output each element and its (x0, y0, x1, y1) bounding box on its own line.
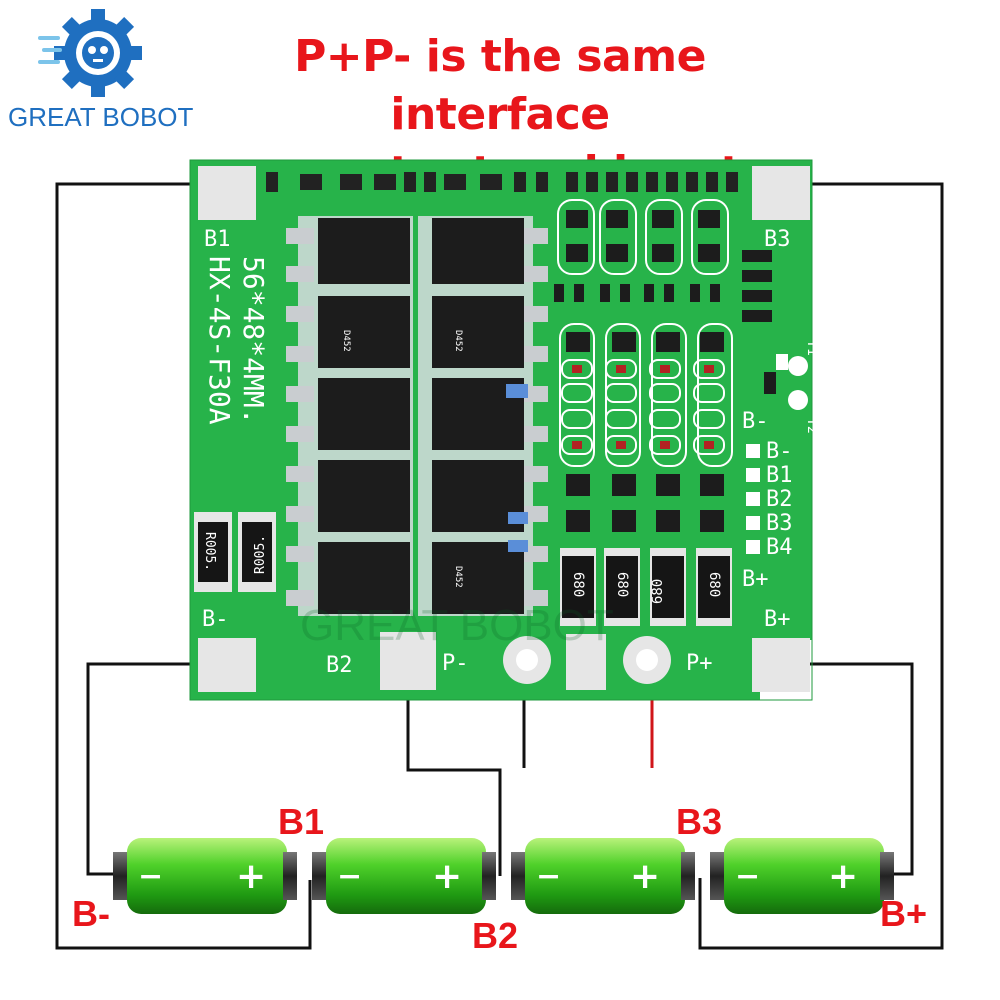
pad-b3 (752, 166, 810, 220)
mosfet-code: D452 (453, 566, 463, 588)
mosfet (432, 296, 524, 368)
power-resistors: 680 680 680 680 (560, 548, 732, 626)
pad-pminus-hole (516, 649, 538, 671)
cell-plus-sign: + (630, 856, 660, 897)
pad-b1 (198, 166, 256, 220)
label-b-plus: B+ (880, 893, 927, 934)
silk-b3: B3 (764, 227, 791, 252)
header-pin-label: B4 (766, 535, 793, 560)
resistor-value: 680 (650, 579, 666, 604)
wiring (55, 182, 944, 950)
resistor-value: 680 (706, 572, 722, 597)
silk-header-bplus: B+ (742, 567, 769, 592)
wire-b3 (698, 182, 944, 950)
silk-model: HX-4S-F30A (203, 256, 236, 425)
cell-minus-sign: − (138, 859, 163, 894)
wire-b2 (406, 660, 502, 876)
mosfet (432, 542, 524, 614)
label-b2: B2 (472, 915, 518, 956)
cell-minus-sign: − (536, 859, 561, 894)
mosfet (318, 542, 410, 614)
mosfet (318, 460, 410, 532)
wire-bminus (86, 662, 205, 876)
shunt-resistors: R005. R005. (194, 512, 276, 592)
silk-bminus: B- (202, 607, 229, 632)
battery-cell: − + (113, 838, 297, 914)
gear-robot-logo-icon (38, 9, 142, 97)
headline-line-1: P+P- is the same interface (294, 31, 706, 140)
wire-bplus (805, 662, 914, 876)
resistor-value: 680 (614, 572, 630, 597)
wire-b1 (55, 182, 312, 950)
battery-cell: − + (710, 838, 894, 914)
mosfet (318, 296, 410, 368)
pad-b2 (380, 632, 436, 690)
watermark: GREAT BOBOT (300, 601, 614, 650)
pad-pplus-hole (636, 649, 658, 671)
mosfet (432, 218, 524, 284)
label-b-minus: B- (72, 893, 110, 934)
mosfet (318, 218, 410, 284)
label-b3: B3 (676, 801, 722, 842)
battery-pack: − + − + − + − + (113, 838, 894, 914)
silkscreen: HX-4S-F30A 56*48*4MM. B1 B3 B- B+ B2 P- … (202, 227, 819, 678)
brand-name: GREAT BOBOT (8, 102, 194, 132)
mosfet-array: D452 D452 D452 (286, 216, 548, 616)
shunt-right-label: R005. (253, 535, 268, 574)
silk-side-bminus: B- (742, 409, 769, 434)
cell-minus-sign: − (735, 859, 760, 894)
mosfet-code: D452 (341, 330, 351, 352)
header-pin-label: B- (766, 439, 793, 464)
battery-cell: − + (312, 838, 496, 914)
shunt-left-label: R005. (202, 532, 217, 571)
cell-plus-sign: + (828, 856, 858, 897)
label-b1: B1 (278, 801, 324, 842)
mosfet-code: D452 (453, 330, 463, 352)
battery-labels: B- B1 B2 B3 B+ (72, 801, 927, 956)
header-pin-label: B3 (766, 511, 793, 536)
silk-t1: T1 (804, 340, 819, 356)
pad-bminus (198, 638, 256, 692)
pcb-board: D452 D452 D452 (189, 159, 819, 701)
cell-minus-sign: − (337, 859, 362, 894)
pad-bplus (752, 638, 810, 692)
resistor-value: 680 (570, 572, 586, 597)
pad-bridge (566, 634, 606, 690)
silk-pminus: P- (442, 651, 469, 676)
control-ic-grid (554, 199, 808, 554)
header-pin-label: B1 (766, 463, 793, 488)
silk-t2: T2 (804, 418, 819, 434)
silk-b1: B1 (204, 227, 231, 252)
battery-cell: − + (511, 838, 695, 914)
header-pin-label: B2 (766, 487, 793, 512)
silk-pplus: P+ (686, 651, 713, 676)
cell-plus-sign: + (236, 856, 266, 897)
brand-logo (38, 8, 148, 98)
silk-size: 56*48*4MM. (237, 256, 270, 425)
cell-plus-sign: + (432, 856, 462, 897)
top-smd-row (266, 172, 738, 192)
silk-bplus: B+ (764, 607, 791, 632)
mosfet (318, 378, 410, 450)
silk-b2: B2 (326, 653, 353, 678)
